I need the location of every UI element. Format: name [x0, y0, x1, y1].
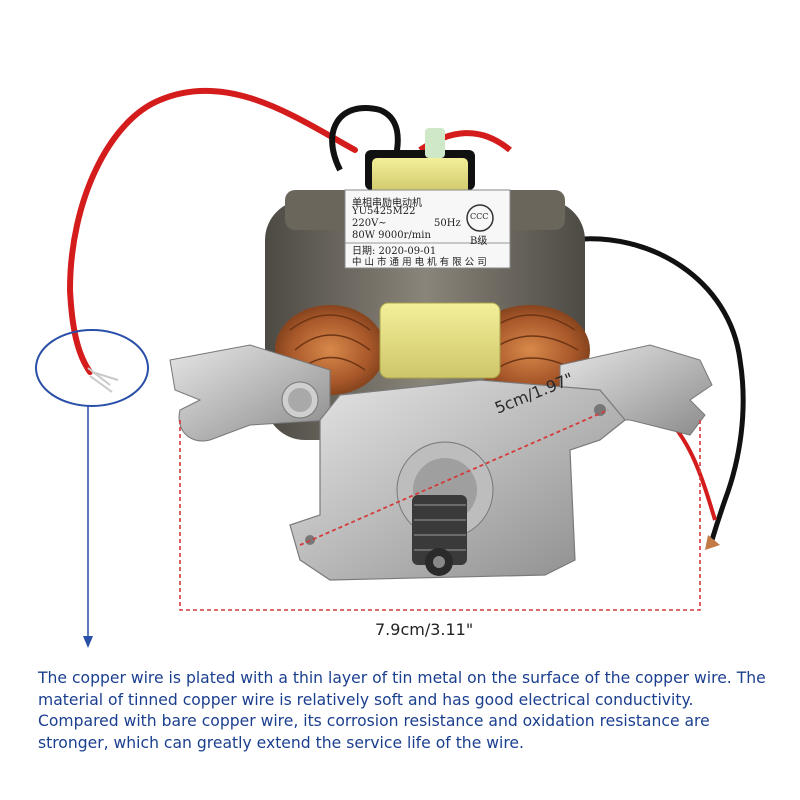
- width-dimension-lines: [179, 420, 701, 611]
- nameplate-date: 日期: 2020-09-01: [352, 246, 437, 257]
- nameplate: [344, 189, 511, 269]
- diagonal-dimension-line: [299, 409, 609, 546]
- nameplate-maker: 中 山 市 通 用 电 机 有 限 公 司: [352, 257, 487, 268]
- nameplate-power-speed: 80W 9000r/min: [352, 230, 431, 241]
- black-wire: [567, 236, 746, 543]
- gear-shaft: [412, 495, 467, 565]
- nameplate-title: 单相串励电动机: [352, 198, 422, 209]
- nameplate-grade: B级: [470, 236, 488, 247]
- nameplate-voltage: 220V~: [352, 218, 387, 229]
- caption-text: The copper wire is plated with a thin la…: [38, 669, 766, 752]
- red-wire: [66, 87, 358, 375]
- nameplate-model: YU5425M22: [352, 206, 416, 217]
- wire-callout-circle: [35, 329, 149, 407]
- ccc-mark-text: CCC: [470, 212, 489, 221]
- width-dimension-label: 7.9cm/3.11": [375, 620, 474, 639]
- nameplate-frequency: 50Hz: [434, 218, 461, 229]
- callout-arrow-head: [83, 636, 93, 648]
- ccc-mark: [466, 204, 494, 232]
